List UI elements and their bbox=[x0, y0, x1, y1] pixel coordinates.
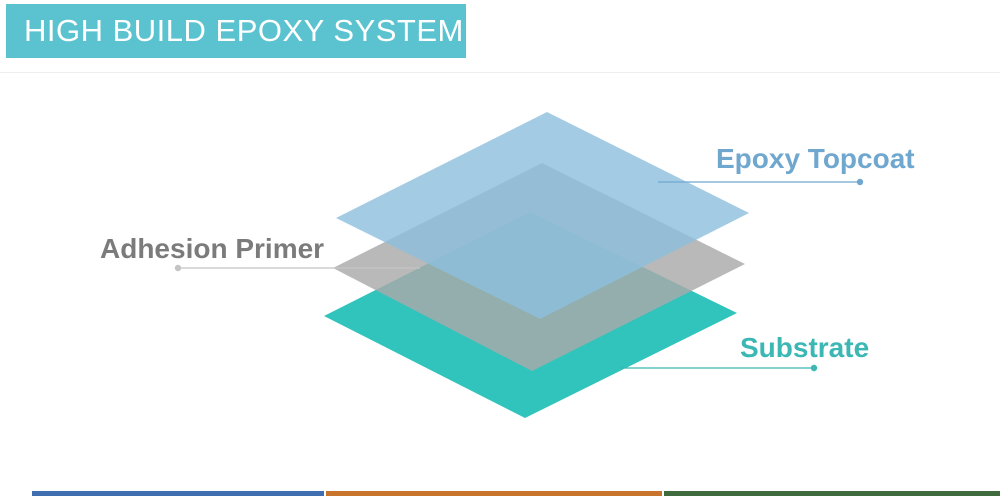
title-banner: HIGH BUILD EPOXY SYSTEM bbox=[6, 4, 466, 58]
primer-leader bbox=[174, 264, 420, 272]
header-divider bbox=[0, 72, 1000, 73]
epoxy-topcoat-label: Epoxy Topcoat bbox=[716, 143, 915, 174]
footer-bar-orange bbox=[326, 491, 662, 496]
topcoat-layer bbox=[336, 112, 749, 319]
footer-bar-blue bbox=[32, 491, 324, 496]
topcoat-leader bbox=[658, 178, 864, 186]
page-title: HIGH BUILD EPOXY SYSTEM bbox=[24, 13, 464, 48]
footer-bar-green bbox=[664, 491, 1000, 496]
adhesion-primer-label: Adhesion Primer bbox=[100, 233, 325, 264]
substrate-leader bbox=[620, 364, 818, 372]
substrate-label: Substrate bbox=[740, 332, 870, 363]
